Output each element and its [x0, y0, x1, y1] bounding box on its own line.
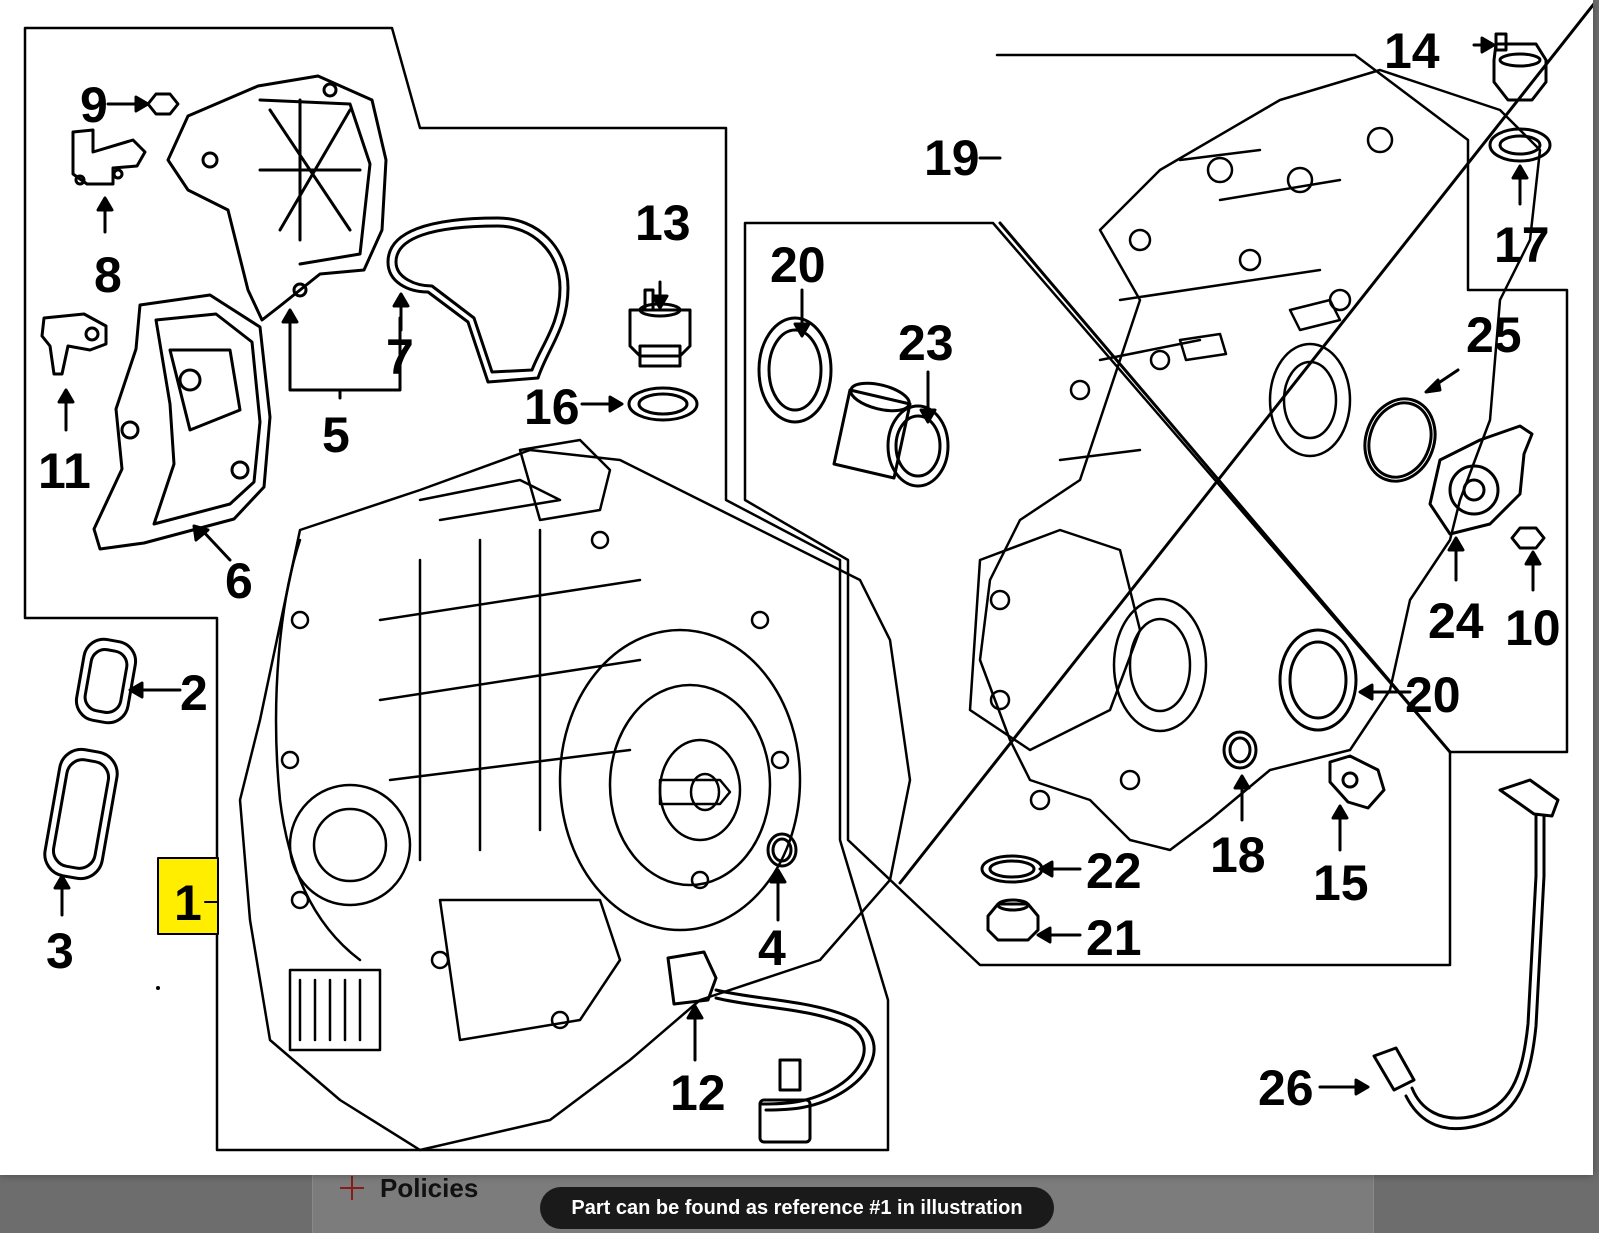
- part-12-harness: [666, 950, 876, 1144]
- stray-dot: [156, 986, 160, 990]
- part-20-seal-bottom: [1278, 628, 1412, 732]
- callout-3: 3: [46, 923, 74, 979]
- callout-18: 18: [1210, 827, 1266, 883]
- section-outline-left: [23, 26, 890, 1152]
- part-15-sensor: [1328, 754, 1386, 852]
- part-1-transmission-case: [238, 438, 912, 1152]
- callout-14: 14: [1384, 23, 1440, 79]
- callout-6: 6: [225, 553, 253, 609]
- callout-11: 11: [38, 443, 91, 499]
- reference-caption: Part can be found as reference #1 in ill…: [540, 1187, 1054, 1229]
- plus-icon[interactable]: [340, 1176, 364, 1200]
- callout-13: 13: [635, 195, 691, 251]
- callout-23: 23: [898, 315, 954, 371]
- callout-9: 9: [80, 77, 108, 133]
- part-2-oring: [74, 637, 182, 725]
- part-26-sensor: [1318, 778, 1560, 1131]
- part-13-plug: [628, 280, 692, 368]
- part-24-cover: [1428, 424, 1534, 582]
- callout-21: 21: [1086, 910, 1142, 966]
- policies-accordion-header[interactable]: Policies: [340, 1173, 478, 1203]
- section-outline-middle: [743, 221, 1452, 967]
- part-9-bolt: [106, 92, 180, 116]
- callout-labels: 1 2 3 4 5 6 7 8 9 10 11 12 13 14 15 16 1…: [38, 23, 1561, 1121]
- part-17-washer: [1488, 127, 1552, 206]
- part-19-case-housing: [968, 68, 1542, 852]
- exploded-parts-diagram: 1 2 3 4 5 6 7 8 9 10 11 12 13 14 15 16 1…: [23, 2, 1593, 1152]
- callout-19: 19: [924, 130, 980, 186]
- callout-2: 2: [180, 665, 208, 721]
- callout-5: 5: [322, 407, 350, 463]
- callout-25: 25: [1466, 307, 1522, 363]
- part-3-oring: [43, 747, 119, 917]
- callout-8: 8: [94, 247, 122, 303]
- callout-15: 15: [1313, 855, 1369, 911]
- callout-24: 24: [1428, 593, 1484, 649]
- cross-line-a: [898, 2, 1593, 885]
- callout-20a: 20: [770, 237, 826, 293]
- part-14-vent: [1472, 32, 1548, 102]
- part-7-gasket: [386, 216, 570, 384]
- part-18-oring: [1222, 730, 1258, 822]
- callout-1-highlight: [157, 857, 219, 935]
- part-10-bolt: [1510, 526, 1546, 592]
- callout-22: 22: [1086, 843, 1142, 899]
- callout-20b: 20: [1405, 667, 1461, 723]
- part-11-sensor: [40, 312, 108, 432]
- callout-1: 1: [174, 875, 202, 931]
- part-6-cover: [92, 293, 272, 562]
- part-22-oring: [980, 854, 1082, 884]
- policies-label: Policies: [380, 1172, 479, 1203]
- part-21-plug: [986, 898, 1082, 944]
- part-20-seal-top: [757, 288, 833, 424]
- part-16-washer: [580, 386, 699, 422]
- callout-16: 16: [524, 379, 580, 435]
- section-outline-right: [995, 53, 1569, 754]
- callout-12: 12: [670, 1065, 726, 1121]
- callout-26: 26: [1258, 1060, 1314, 1116]
- callout-7: 7: [386, 329, 414, 385]
- bracket-5: [288, 316, 402, 400]
- part-4-oring: [766, 832, 798, 922]
- callout-10: 10: [1505, 600, 1561, 656]
- part-5-top-cover: [166, 74, 388, 322]
- part-8-bracket: [71, 128, 147, 234]
- part-25-oring: [1363, 368, 1460, 483]
- callout-4: 4: [758, 920, 786, 976]
- cross-line-b: [998, 221, 1452, 754]
- part-23-sleeve: [832, 370, 950, 488]
- callout-17: 17: [1494, 217, 1550, 273]
- illustration-panel: 1 2 3 4 5 6 7 8 9 10 11 12 13 14 15 16 1…: [0, 0, 1593, 1175]
